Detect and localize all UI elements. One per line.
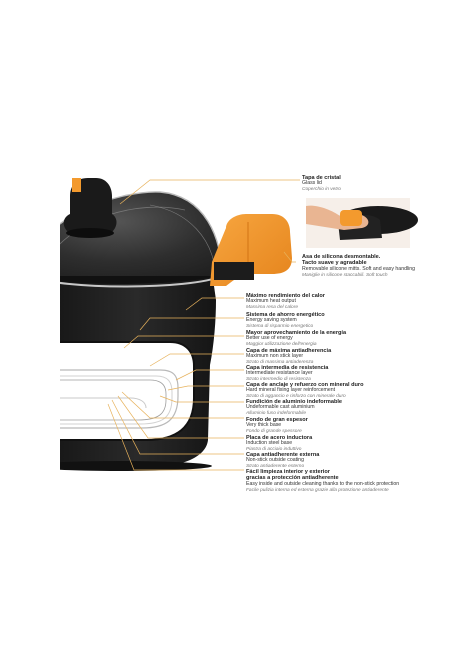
energy-saving-it: Sistema di risparmio energetico: [246, 324, 314, 330]
lid-knob: [63, 178, 117, 232]
non-stick-max-title: Capa de máxima antiadherencia: [246, 348, 332, 354]
energy-saving-title: Sistema de ahorro energético: [246, 312, 325, 318]
inset-photo: [306, 198, 418, 248]
resistance-layer-en: Intermediate resistance layer: [246, 370, 313, 377]
easy-cleaning-en: Easy inside and outside cleaning thanks …: [246, 480, 400, 487]
label-glass-lid: Tapa de cristal Glass lid Coperchio in v…: [302, 175, 341, 193]
glass-lid-it: Coperchio in vetro: [302, 187, 341, 193]
easy-cleaning-it: Facile pulizia interna ed esterna grazie…: [246, 487, 389, 493]
silicone-handles-en: Removable silicone mitts. Soft and easy …: [302, 265, 416, 272]
silicone-handles-it: Maniglie in silicone staccabili. Soft to…: [302, 272, 388, 278]
non-stick-max-en: Maximum non stick layer: [246, 353, 304, 360]
silicone-handles-title-2: Tacto suave y agradable: [302, 260, 367, 267]
easy-cleaning-title: Fácil limpieza interior y exterior: [246, 469, 330, 475]
induction-plate-title: Placa de acero inductora: [246, 435, 313, 441]
outside-coating-title: Capa antiadherente externa: [246, 452, 320, 458]
thick-base-en: Very thick base: [246, 422, 282, 429]
mineral-layer-en: Hard mineral fixing layer reinforcement: [246, 387, 336, 394]
energy-use-it: Maggior utilizzazione dell'energia: [246, 342, 317, 348]
outside-coating-it: Strato antiaderente esterno: [246, 464, 305, 470]
energy-use-title: Mayor aprovechamiento de la energía: [246, 330, 347, 336]
easy-cleaning-title-2: gracias a protección antiadherente: [246, 475, 339, 482]
label-outside-coating: Capa antiadherente externa Non-stick out…: [246, 452, 319, 470]
induction-plate-it: Piastra di acciaio induttivo: [246, 447, 302, 453]
thick-base-it: Fondo di grande spessore: [246, 429, 302, 435]
resistance-layer-title: Capa intermedia de resistencia: [246, 365, 329, 371]
label-silicone-handles: Asa de silicona desmontable. Tacto suave…: [302, 254, 415, 278]
heat-output-it: Massima resa del calore: [246, 305, 298, 311]
label-energy-use: Mayor aprovechamiento de la energía Bett…: [246, 330, 346, 348]
non-stick-max-it: Strato di massima antiaderenza: [246, 360, 314, 366]
glass-lid-title: Tapa de cristal: [302, 175, 341, 181]
resistance-layer-it: Strato intermedio di resistenza: [246, 377, 311, 383]
label-easy-cleaning: Fácil limpieza interior y exterior graci…: [246, 469, 399, 493]
cast-aluminium-it: Alluminio fuso indeformabile: [246, 411, 306, 417]
cast-aluminium-en: Undeformable cast aluminium: [246, 404, 315, 411]
outside-coating-en: Non-stick outside coating: [246, 457, 304, 464]
cutaway-section: [60, 342, 194, 440]
label-thick-base: Fondo de gran espesor Very thick base Fo…: [246, 417, 308, 435]
label-heat-output: Máximo rendimiento del calor Maximum hea…: [246, 293, 325, 311]
leader-lines: [107, 179, 300, 471]
energy-use-en: Better use of energy: [246, 335, 293, 342]
induction-plate-en: Induction steel base: [246, 440, 293, 447]
label-induction-plate: Placa de acero inductora Induction steel…: [246, 435, 312, 453]
label-non-stick-max: Capa de máxima antiadherencia Maximum no…: [246, 348, 331, 366]
cast-aluminium-title: Fundición de aluminio indeformable: [246, 399, 343, 405]
mineral-layer-title: Capa de anclaje y refuerzo con mineral d…: [246, 382, 364, 388]
heat-output-en: Maximum heat output: [246, 298, 296, 305]
thick-base-title: Fondo de gran espesor: [246, 417, 308, 423]
label-mineral-layer: Capa de anclaje y refuerzo con mineral d…: [246, 382, 364, 400]
heat-output-title: Máximo rendimiento del calor: [246, 293, 325, 299]
glass-lid-en: Glass lid: [302, 180, 322, 187]
label-energy-saving: Sistema de ahorro energético Energy savi…: [246, 312, 325, 330]
energy-saving-en: Energy saving system: [246, 317, 297, 324]
mineral-layer-it: Strato di aggancio e rinforzo con minera…: [246, 394, 346, 400]
label-cast-aluminium: Fundición de aluminio indeformable Undef…: [246, 399, 342, 417]
silicone-handles-title: Asa de silicona desmontable.: [302, 254, 381, 260]
label-resistance-layer: Capa intermedia de resistencia Intermedi…: [246, 365, 328, 383]
